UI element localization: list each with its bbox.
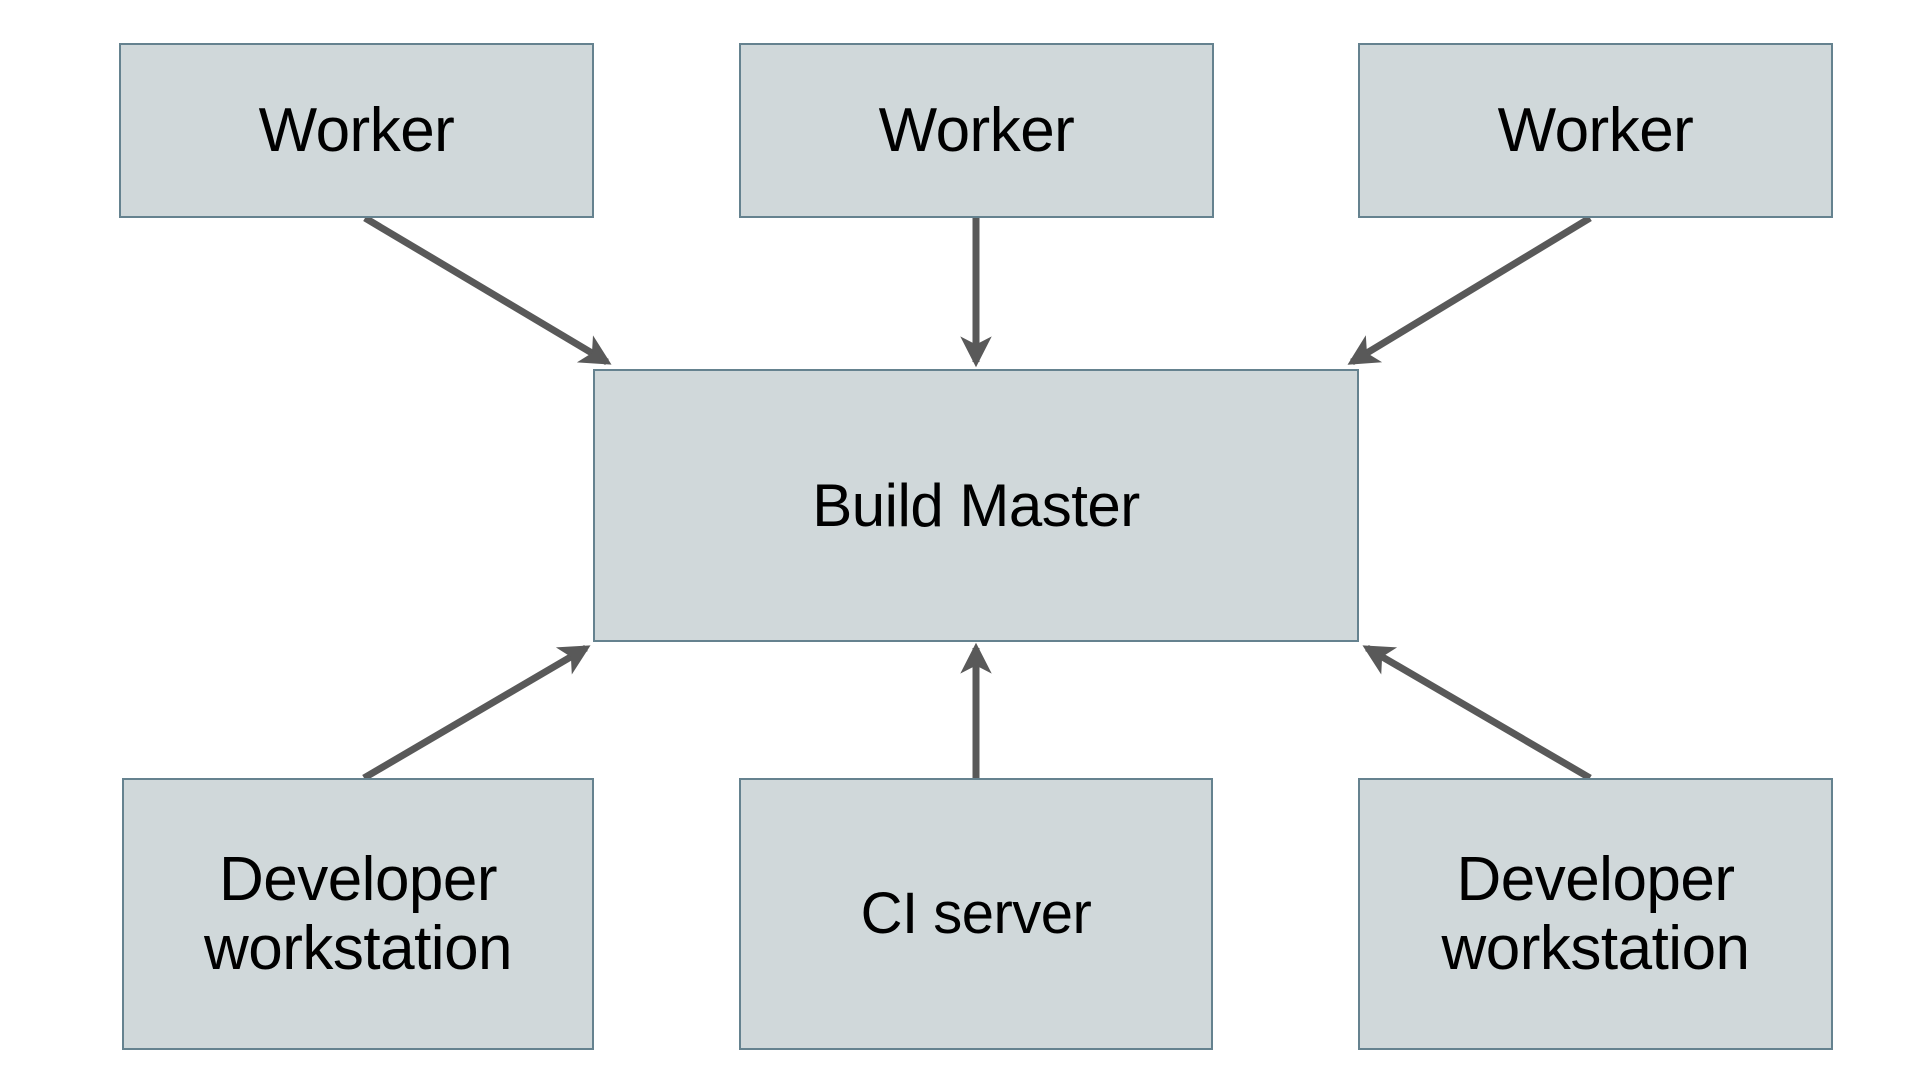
- node-developer-workstation-right[interactable]: Developer workstation: [1358, 778, 1833, 1050]
- node-developer-workstation-left[interactable]: Developer workstation: [122, 778, 594, 1050]
- edge-workstation-left-to-master: [362, 644, 591, 782]
- node-ci-server[interactable]: CI server: [739, 778, 1213, 1050]
- node-worker-right[interactable]: Worker: [1358, 43, 1833, 218]
- node-build-master[interactable]: Build Master: [593, 369, 1359, 642]
- node-label: Developer workstation: [1441, 844, 1750, 983]
- node-worker-middle[interactable]: Worker: [739, 43, 1214, 218]
- node-label: Developer workstation: [203, 844, 513, 983]
- edge-workstation-right-to-master: [1362, 644, 1592, 782]
- edge-worker-right-to-master: [1347, 215, 1592, 365]
- node-worker-left[interactable]: Worker: [119, 43, 594, 218]
- node-label: CI server: [860, 880, 1092, 946]
- node-label: Build Master: [812, 471, 1140, 539]
- node-label: Worker: [1497, 95, 1694, 165]
- node-label: Worker: [258, 95, 455, 165]
- edge-worker-left-to-master: [363, 214, 612, 366]
- node-label: Worker: [878, 95, 1075, 165]
